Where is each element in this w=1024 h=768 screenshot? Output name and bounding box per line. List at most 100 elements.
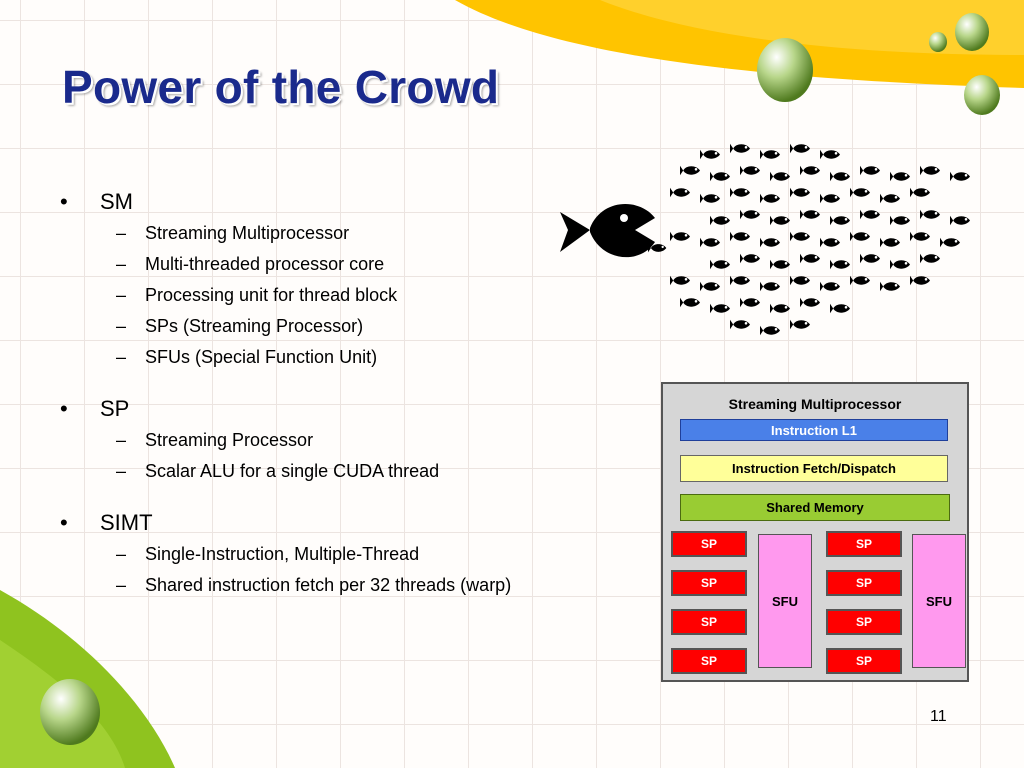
small-fish-icon xyxy=(680,165,700,176)
sub-bullet-marker: – xyxy=(116,461,127,481)
small-fish-icon xyxy=(800,297,820,308)
small-fish-icon xyxy=(850,231,870,242)
sub-bullet-item: –Processing unit for thread block xyxy=(60,280,620,311)
sub-bullet-item: –Multi-threaded processor core xyxy=(60,249,620,280)
water-drop-icon xyxy=(757,38,813,102)
sub-bullet-marker: – xyxy=(116,544,127,564)
small-fish-icon xyxy=(760,281,780,292)
sub-bullet-text: Processing unit for thread block xyxy=(145,285,398,305)
big-fish-icon xyxy=(560,204,655,258)
bullet-text: SM xyxy=(100,189,133,214)
small-fish-icon xyxy=(890,215,910,226)
sub-bullet-marker: – xyxy=(116,285,127,305)
sfu-box: SFU xyxy=(758,534,812,668)
small-fish-icon xyxy=(740,297,760,308)
small-fish-icon xyxy=(730,319,750,330)
small-fish-icon xyxy=(730,187,750,198)
small-fish-icon xyxy=(880,193,900,204)
small-fish-icon xyxy=(920,253,940,264)
sub-bullet-item: –Single-Instruction, Multiple-Thread xyxy=(60,539,620,570)
small-fish-icon xyxy=(950,171,970,182)
sp-box: SP xyxy=(826,570,902,596)
water-drop-icon xyxy=(929,32,947,52)
sub-bullet-text: Scalar ALU for a single CUDA thread xyxy=(145,461,440,481)
sp-box: SP xyxy=(826,648,902,674)
small-fish-icon xyxy=(710,259,730,270)
small-fish-icon xyxy=(940,237,960,248)
small-fish-icon xyxy=(770,259,790,270)
sp-box: SP xyxy=(671,609,747,635)
small-fish-icon xyxy=(770,215,790,226)
sm-diagram: Streaming Multiprocessor Instruction L1 … xyxy=(661,382,969,682)
sub-bullet-text: Streaming Processor xyxy=(145,430,314,450)
sub-bullet-item: –SPs (Streaming Processor) xyxy=(60,311,620,342)
small-fish-icon xyxy=(920,209,940,220)
small-fish-icon xyxy=(740,165,760,176)
small-fish-icon xyxy=(800,253,820,264)
page-number: 11 xyxy=(930,708,947,725)
sub-bullet-text: SPs (Streaming Processor) xyxy=(145,316,364,336)
small-fish-icon xyxy=(820,281,840,292)
small-fish-icon xyxy=(890,259,910,270)
small-fish-icon xyxy=(820,237,840,248)
small-fish-icon xyxy=(860,209,880,220)
sub-bullet-marker: – xyxy=(116,254,127,274)
bullet-item: •SIMT xyxy=(60,507,620,539)
fish-crowd-illustration xyxy=(560,143,970,336)
water-drop-icon xyxy=(40,679,100,745)
sp-box: SP xyxy=(826,609,902,635)
small-fish-icon xyxy=(760,149,780,160)
small-fish-icon xyxy=(850,275,870,286)
bullet-marker: • xyxy=(60,189,68,214)
sub-bullet-text: Multi-threaded processor core xyxy=(145,254,385,274)
small-fish-icon xyxy=(790,187,810,198)
sub-bullet-item: –Streaming Multiprocessor xyxy=(60,218,620,249)
instruction-l1-box: Instruction L1 xyxy=(680,419,948,441)
sub-bullet-text: SFUs (Special Function Unit) xyxy=(145,347,378,367)
small-fish-icon xyxy=(830,171,850,182)
small-fish-icon xyxy=(770,171,790,182)
small-fish-icon xyxy=(820,149,840,160)
sp-box: SP xyxy=(671,648,747,674)
sub-bullet-item: –Scalar ALU for a single CUDA thread xyxy=(60,456,620,487)
bullet-marker: • xyxy=(60,510,68,535)
small-fish-icon xyxy=(910,275,930,286)
small-fish-icon xyxy=(850,187,870,198)
small-fish-icon xyxy=(700,281,720,292)
small-fish-icon xyxy=(860,165,880,176)
small-fish-icon xyxy=(800,165,820,176)
small-fish-icon xyxy=(830,303,850,314)
bullet-marker: • xyxy=(60,396,68,421)
small-fish-icon xyxy=(730,143,750,154)
small-fish-icon xyxy=(740,209,760,220)
bullet-item: • SM xyxy=(60,186,620,218)
sub-bullet-item: –Shared instruction fetch per 32 threads… xyxy=(60,570,620,601)
small-fish-icon xyxy=(700,193,720,204)
small-fish-icon xyxy=(710,303,730,314)
small-fish-icon xyxy=(760,325,780,336)
small-fish-icon xyxy=(790,143,810,154)
yellow-swoosh-highlight xyxy=(600,0,1024,55)
sub-bullet-marker: – xyxy=(116,575,127,595)
small-fish-icon xyxy=(730,275,750,286)
small-fish-icon xyxy=(830,215,850,226)
sp-box: SP xyxy=(671,531,747,557)
small-fish-icon xyxy=(880,237,900,248)
sfu-box: SFU xyxy=(912,534,966,668)
small-fish-icon xyxy=(950,215,970,226)
small-fish-icon xyxy=(760,193,780,204)
small-fish-icon xyxy=(880,281,900,292)
small-fish-icon xyxy=(710,215,730,226)
small-fish-icon xyxy=(740,253,760,264)
sp-box: SP xyxy=(671,570,747,596)
small-fish-icon xyxy=(670,187,690,198)
small-fish-icon xyxy=(800,209,820,220)
small-fish-icon xyxy=(680,297,700,308)
fetch-dispatch-box: Instruction Fetch/Dispatch xyxy=(680,455,948,482)
small-fish-icon xyxy=(820,193,840,204)
small-fish-icon xyxy=(770,303,790,314)
slide-title: Power of the Crowd xyxy=(62,61,500,113)
bullet-item: •SP xyxy=(60,393,620,425)
shared-memory-box: Shared Memory xyxy=(680,494,950,521)
